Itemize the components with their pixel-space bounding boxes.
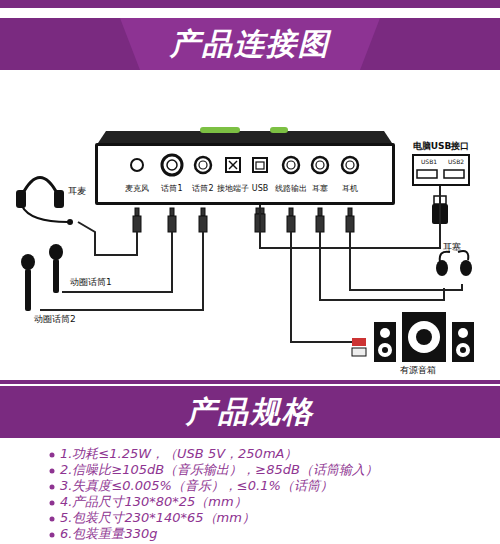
spec-line: 1.功耗≤1.25W，（USB 5V，250mA） xyxy=(60,446,297,462)
usb-heading: 电脑USB接口 xyxy=(413,141,470,152)
sound-card-device: 麦克风 话筒1 话筒2 接地端子USB 线路输出耳塞 耳机 xyxy=(95,143,395,205)
port-label: 话筒2 xyxy=(192,184,213,194)
device-label: 耳麦 xyxy=(68,186,86,197)
spec-line: 5.包装尺寸230*140*65（mm） xyxy=(60,510,255,526)
device-label: 耳塞 xyxy=(443,242,461,253)
spec-banner: 产品规格 xyxy=(0,386,500,438)
port-label: 接地端子 xyxy=(217,184,249,194)
banner-title: 产品规格 xyxy=(0,392,500,432)
spec-line: 4.产品尺寸130*80*25（mm） xyxy=(60,494,247,510)
spec-line: 2.信噪比≥105dB（音乐输出），≥85dB（话筒输入） xyxy=(60,462,378,478)
usb-slot-label: USB2 xyxy=(448,158,464,165)
port-label: 话筒1 xyxy=(161,184,182,194)
spec-line: 3.失真度≤0.005%（音乐），≤0.1%（话筒） xyxy=(60,478,333,494)
port-label: 耳塞 xyxy=(312,184,328,194)
spec-line: 6.包装重量330g xyxy=(60,526,157,542)
usb-slot-label: USB1 xyxy=(421,158,437,165)
port-label: 线路输出 xyxy=(275,184,307,194)
port-label: 耳机 xyxy=(342,184,358,194)
computer-usb-port: 电脑USB接口USB1USB2 xyxy=(412,154,470,186)
device-label: 有源音箱 xyxy=(400,365,436,376)
device-label: 动圈话筒1 xyxy=(70,277,112,288)
usb-cable xyxy=(260,186,440,248)
port-label: 麦克风 xyxy=(125,184,149,194)
port-label: USB xyxy=(252,184,268,194)
title: 产品连接图 xyxy=(0,24,500,64)
device-label: 动圈话筒2 xyxy=(34,314,76,325)
